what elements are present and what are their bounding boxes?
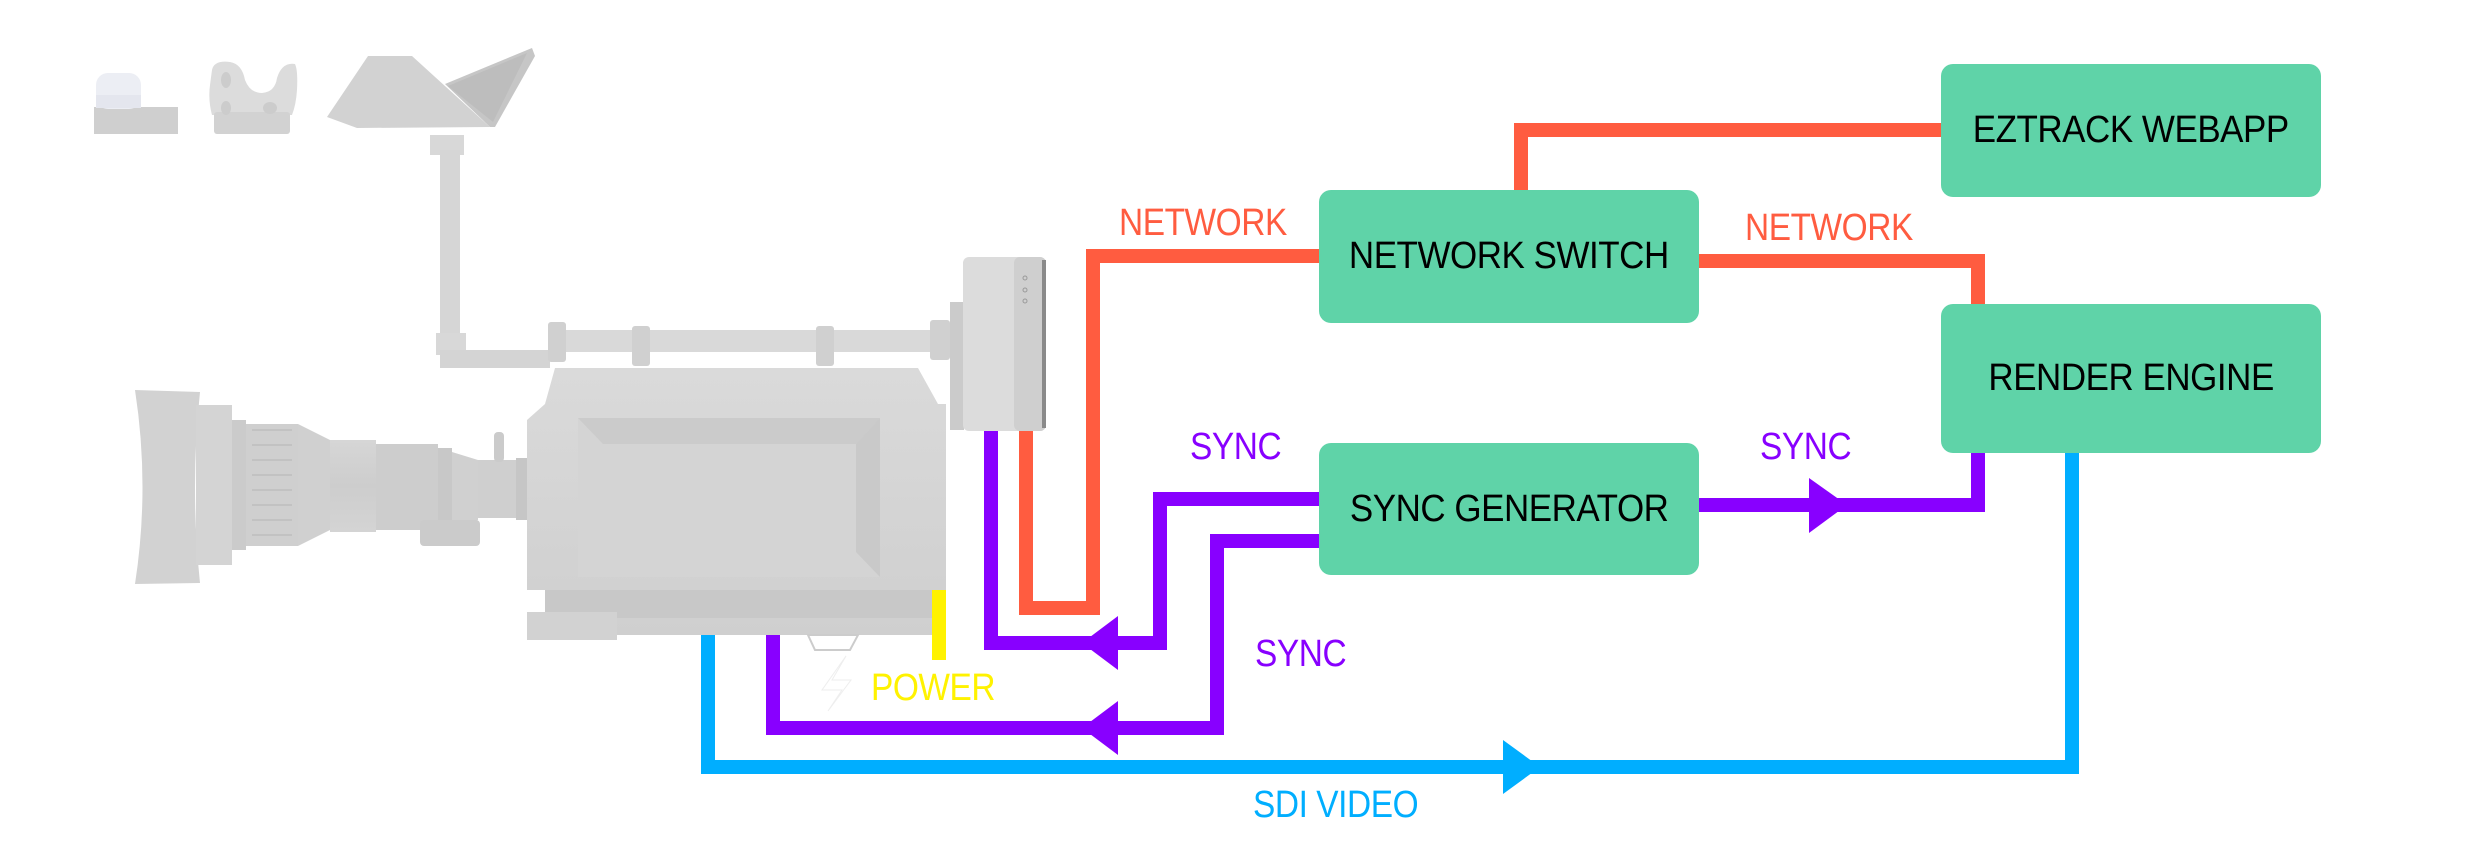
sync-arrow-to-render [1809, 478, 1847, 533]
sdi-video-label: SDI VIDEO [1253, 784, 1419, 826]
eztrack-webapp-node[interactable]: EZTRACK WEBAPP [1941, 64, 2321, 197]
camera-icon [135, 320, 950, 651]
render-engine-label: RENDER ENGINE [1988, 357, 2274, 399]
light-puck-icon [94, 73, 178, 134]
network-line-tracker-switch [1019, 249, 1320, 615]
power-label: POWER [871, 667, 996, 709]
sync-generator-label: SYNC GENERATOR [1349, 487, 1669, 530]
network-line-switch-webapp [1514, 123, 1941, 190]
sdi-video-arrow [1503, 740, 1540, 794]
sync-generator-node[interactable]: SYNC GENERATOR [1319, 443, 1699, 575]
network-switch-label: NETWORK SWITCH [1349, 235, 1669, 277]
tracker-icon [950, 257, 1046, 431]
sync-line-gen-tracker [984, 431, 1320, 650]
lightning-bolt-icon [821, 655, 852, 712]
network-label-right: NETWORK [1745, 207, 1913, 249]
sync-label-right: SYNC [1760, 426, 1852, 468]
render-engine-node[interactable]: RENDER ENGINE [1941, 304, 2321, 453]
eztrack-webapp-label: EZTRACK WEBAPP [1972, 109, 2290, 151]
network-line-switch-render [1699, 254, 1985, 304]
puck-tracker-icon [209, 61, 298, 134]
sync-line-gen-camera [766, 534, 1320, 735]
sync-arrow-to-tracker [1082, 616, 1118, 670]
sdi-video-line [701, 453, 2079, 774]
sync-arrow-to-camera [1082, 701, 1118, 755]
monitor-icon [327, 48, 550, 368]
network-label-left: NETWORK [1119, 202, 1287, 244]
network-switch-node[interactable]: NETWORK SWITCH [1319, 190, 1699, 323]
sync-label-upper: SYNC [1190, 426, 1282, 468]
sync-line-gen-render [1698, 453, 1985, 512]
sync-label-lower: SYNC [1255, 633, 1347, 675]
